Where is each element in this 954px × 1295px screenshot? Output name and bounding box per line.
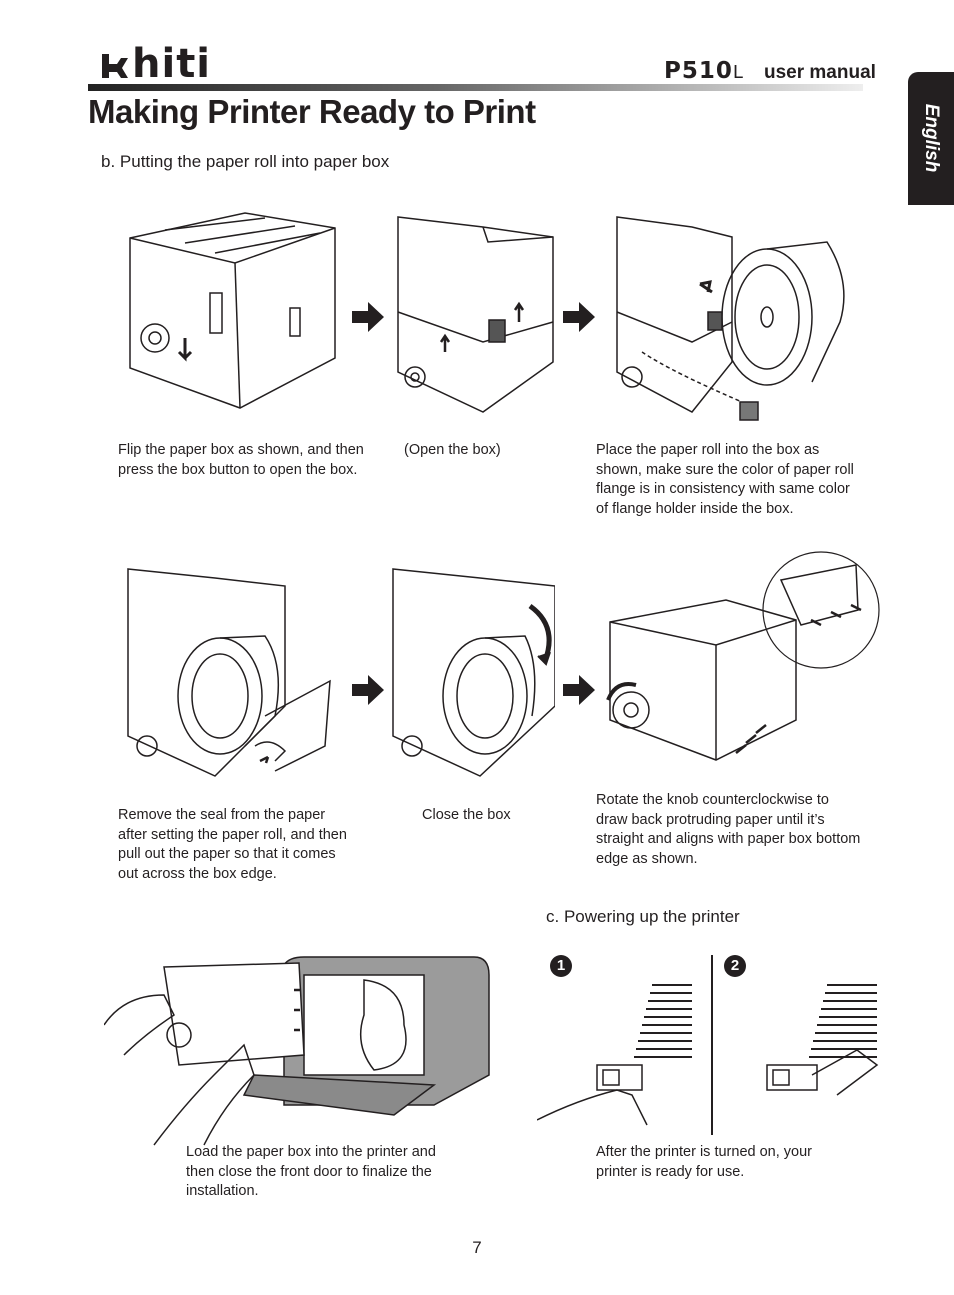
figure-remove-seal (125, 566, 335, 784)
figure-open-box (393, 212, 555, 418)
figure-rotate-knob (596, 550, 886, 774)
header-rule (88, 84, 863, 91)
manual-label: user manual (764, 62, 876, 83)
language-tab: English (908, 72, 954, 205)
caption-flip-box: Flip the paper box as shown, and then pr… (118, 442, 364, 478)
caption-open-box: (Open the box) (404, 442, 501, 458)
caption-place-roll: Place the paper roll into the box as sho… (596, 442, 854, 517)
figure-place-roll (612, 212, 848, 436)
caption-rotate-knob: Rotate the knob counterclockwise to draw… (596, 792, 861, 867)
figure-load-box (104, 955, 491, 1165)
caption-remove-seal: Remove the seal from the paper after set… (118, 807, 347, 882)
section-c-heading: c. Powering up the printer (546, 907, 740, 926)
caption-close-box: Close the box (422, 807, 511, 823)
page-title: Making Printer Ready to Print (88, 93, 536, 130)
step-badge-1: 1 (550, 955, 572, 977)
arrow-right-icon (352, 675, 384, 705)
arrow-right-icon (563, 302, 595, 332)
arrow-right-icon (352, 302, 384, 332)
page-number: 7 (472, 1238, 482, 1257)
caption-power-up: After the printer is turned on, your pri… (596, 1144, 812, 1180)
language-tab-label: English (921, 103, 942, 173)
caption-load-box: Load the paper box into the printer and … (186, 1144, 436, 1199)
section-b-heading: b. Putting the paper roll into paper box (101, 152, 390, 171)
hiti-logo: hiti (100, 42, 211, 86)
model-suffix: L (732, 62, 744, 83)
brand-text: hiti (132, 41, 212, 87)
figure-power-up (537, 955, 887, 1135)
arrow-right-icon (563, 675, 595, 705)
figure-close-box (390, 566, 555, 784)
step-badge-2: 2 (724, 955, 746, 977)
hiti-logo-icon (100, 45, 130, 78)
figure-flip-box (125, 208, 340, 413)
model-name: P510L (664, 58, 744, 84)
